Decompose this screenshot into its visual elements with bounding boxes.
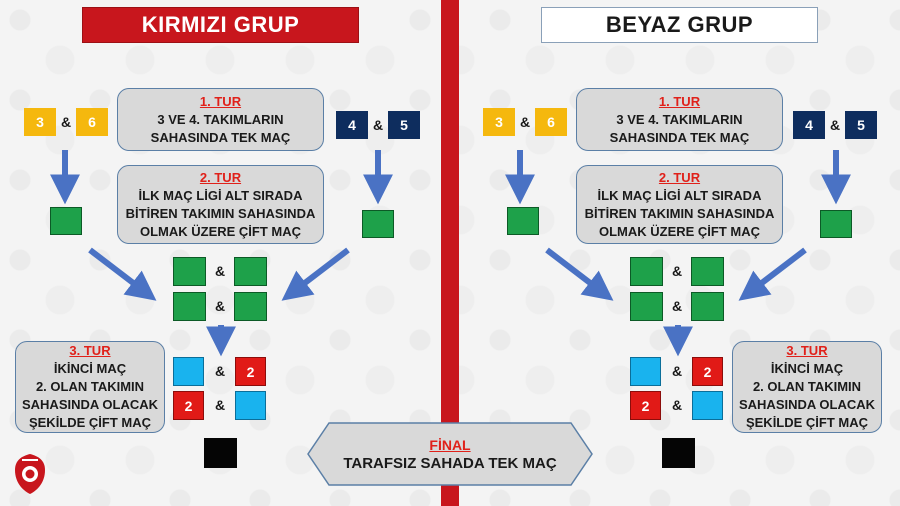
center-divider <box>441 0 459 506</box>
round1-line2: SAHASINDA TEK MAÇ <box>609 129 750 145</box>
round1-header: 1. TUR <box>199 93 242 109</box>
round2-winner-team <box>235 391 266 420</box>
round2-team <box>630 257 663 286</box>
round2-team <box>234 257 267 286</box>
final-hexagon-shape <box>307 422 593 486</box>
arrow-icon <box>281 247 350 301</box>
ampersand: & <box>214 397 226 413</box>
seed-5: 5 <box>845 111 877 139</box>
seed-3: 3 <box>24 108 56 136</box>
group-finalist <box>204 438 237 468</box>
round1-winner <box>362 210 394 238</box>
round2-line3: OLMAK ÜZERE ÇİFT MAÇ <box>598 223 761 239</box>
seed-6: 6 <box>76 108 108 136</box>
round3-line4: ŞEKİLDE ÇİFT MAÇ <box>745 415 869 430</box>
round2-line1: İLK MAÇ LİGİ ALT SIRADA <box>138 187 303 203</box>
ampersand: & <box>372 117 384 133</box>
round2-team <box>630 292 663 321</box>
seed-3: 3 <box>483 108 515 136</box>
ampersand: & <box>519 114 531 130</box>
group-finalist <box>662 438 695 468</box>
arrow-icon <box>738 247 807 301</box>
round3-line4: ŞEKİLDE ÇİFT MAÇ <box>28 415 152 430</box>
round2-winner-team <box>173 357 204 386</box>
round2-team <box>173 257 206 286</box>
group-title-red: KIRMIZI GRUP <box>82 7 359 43</box>
round2-header: 2. TUR <box>199 169 242 185</box>
round1-winner <box>507 207 539 235</box>
tff-logo-icon <box>15 454 45 494</box>
ampersand: & <box>214 263 226 279</box>
final-box: FİNAL TARAFSIZ SAHADA TEK MAÇ <box>307 422 593 486</box>
round2-team <box>173 292 206 321</box>
seed-5: 5 <box>388 111 420 139</box>
round2-line2: BİTİREN TAKIMIN SAHASINDA <box>125 205 316 221</box>
runner-up-team: 2 <box>692 357 723 386</box>
ampersand: & <box>671 298 683 314</box>
round1-line2: SAHASINDA TEK MAÇ <box>150 129 291 145</box>
round3-line3: SAHASINDA OLACAK <box>21 397 159 412</box>
round3-line2: 2. OLAN TAKIMIN <box>752 379 862 394</box>
ampersand: & <box>671 363 683 379</box>
seed-4: 4 <box>336 111 368 139</box>
round2-line1: İLK MAÇ LİGİ ALT SIRADA <box>597 187 762 203</box>
ampersand: & <box>214 363 226 379</box>
ampersand: & <box>671 397 683 413</box>
ampersand: & <box>214 298 226 314</box>
round2-info-box: 2. TUR İLK MAÇ LİGİ ALT SIRADA BİTİREN T… <box>117 165 324 244</box>
runner-up-team: 2 <box>630 391 661 420</box>
round2-line2: BİTİREN TAKIMIN SAHASINDA <box>584 205 775 221</box>
arrow-icon <box>88 247 157 301</box>
group-title-white: BEYAZ GRUP <box>541 7 818 43</box>
round2-team <box>234 292 267 321</box>
final-text: TARAFSIZ SAHADA TEK MAÇ <box>343 454 557 472</box>
ampersand: & <box>60 114 72 130</box>
round2-winner-team <box>692 391 723 420</box>
round3-line1: İKİNCİ MAÇ <box>770 361 844 376</box>
round2-line3: OLMAK ÜZERE ÇİFT MAÇ <box>139 223 302 239</box>
runner-up-team: 2 <box>173 391 204 420</box>
round3-info-box: 3. TUR İKİNCİ MAÇ 2. OLAN TAKIMIN SAHASI… <box>15 341 165 433</box>
seed-6: 6 <box>535 108 567 136</box>
round2-info-box: 2. TUR İLK MAÇ LİGİ ALT SIRADA BİTİREN T… <box>576 165 783 244</box>
round3-line2: 2. OLAN TAKIMIN <box>35 379 145 394</box>
round1-info-box: 1. TUR 3 VE 4. TAKIMLARIN SAHASINDA TEK … <box>117 88 324 151</box>
round2-winner-team <box>630 357 661 386</box>
round1-info-box: 1. TUR 3 VE 4. TAKIMLARIN SAHASINDA TEK … <box>576 88 783 151</box>
round1-winner <box>50 207 82 235</box>
round2-team <box>691 257 724 286</box>
arrow-icon <box>545 247 614 301</box>
round3-header: 3. TUR <box>69 343 111 358</box>
runner-up-team: 2 <box>235 357 266 386</box>
round1-winner <box>820 210 852 238</box>
ampersand: & <box>671 263 683 279</box>
round1-line1: 3 VE 4. TAKIMLARIN <box>157 111 284 127</box>
round2-team <box>691 292 724 321</box>
ampersand: & <box>829 117 841 133</box>
seed-4: 4 <box>793 111 825 139</box>
final-header: FİNAL <box>429 436 471 453</box>
round1-header: 1. TUR <box>658 93 701 109</box>
round2-header: 2. TUR <box>658 169 701 185</box>
round1-line1: 3 VE 4. TAKIMLARIN <box>616 111 743 127</box>
round3-line1: İKİNCİ MAÇ <box>53 361 127 376</box>
round3-line3: SAHASINDA OLACAK <box>738 397 876 412</box>
round3-info-box: 3. TUR İKİNCİ MAÇ 2. OLAN TAKIMIN SAHASI… <box>732 341 882 433</box>
round3-header: 3. TUR <box>786 343 828 358</box>
